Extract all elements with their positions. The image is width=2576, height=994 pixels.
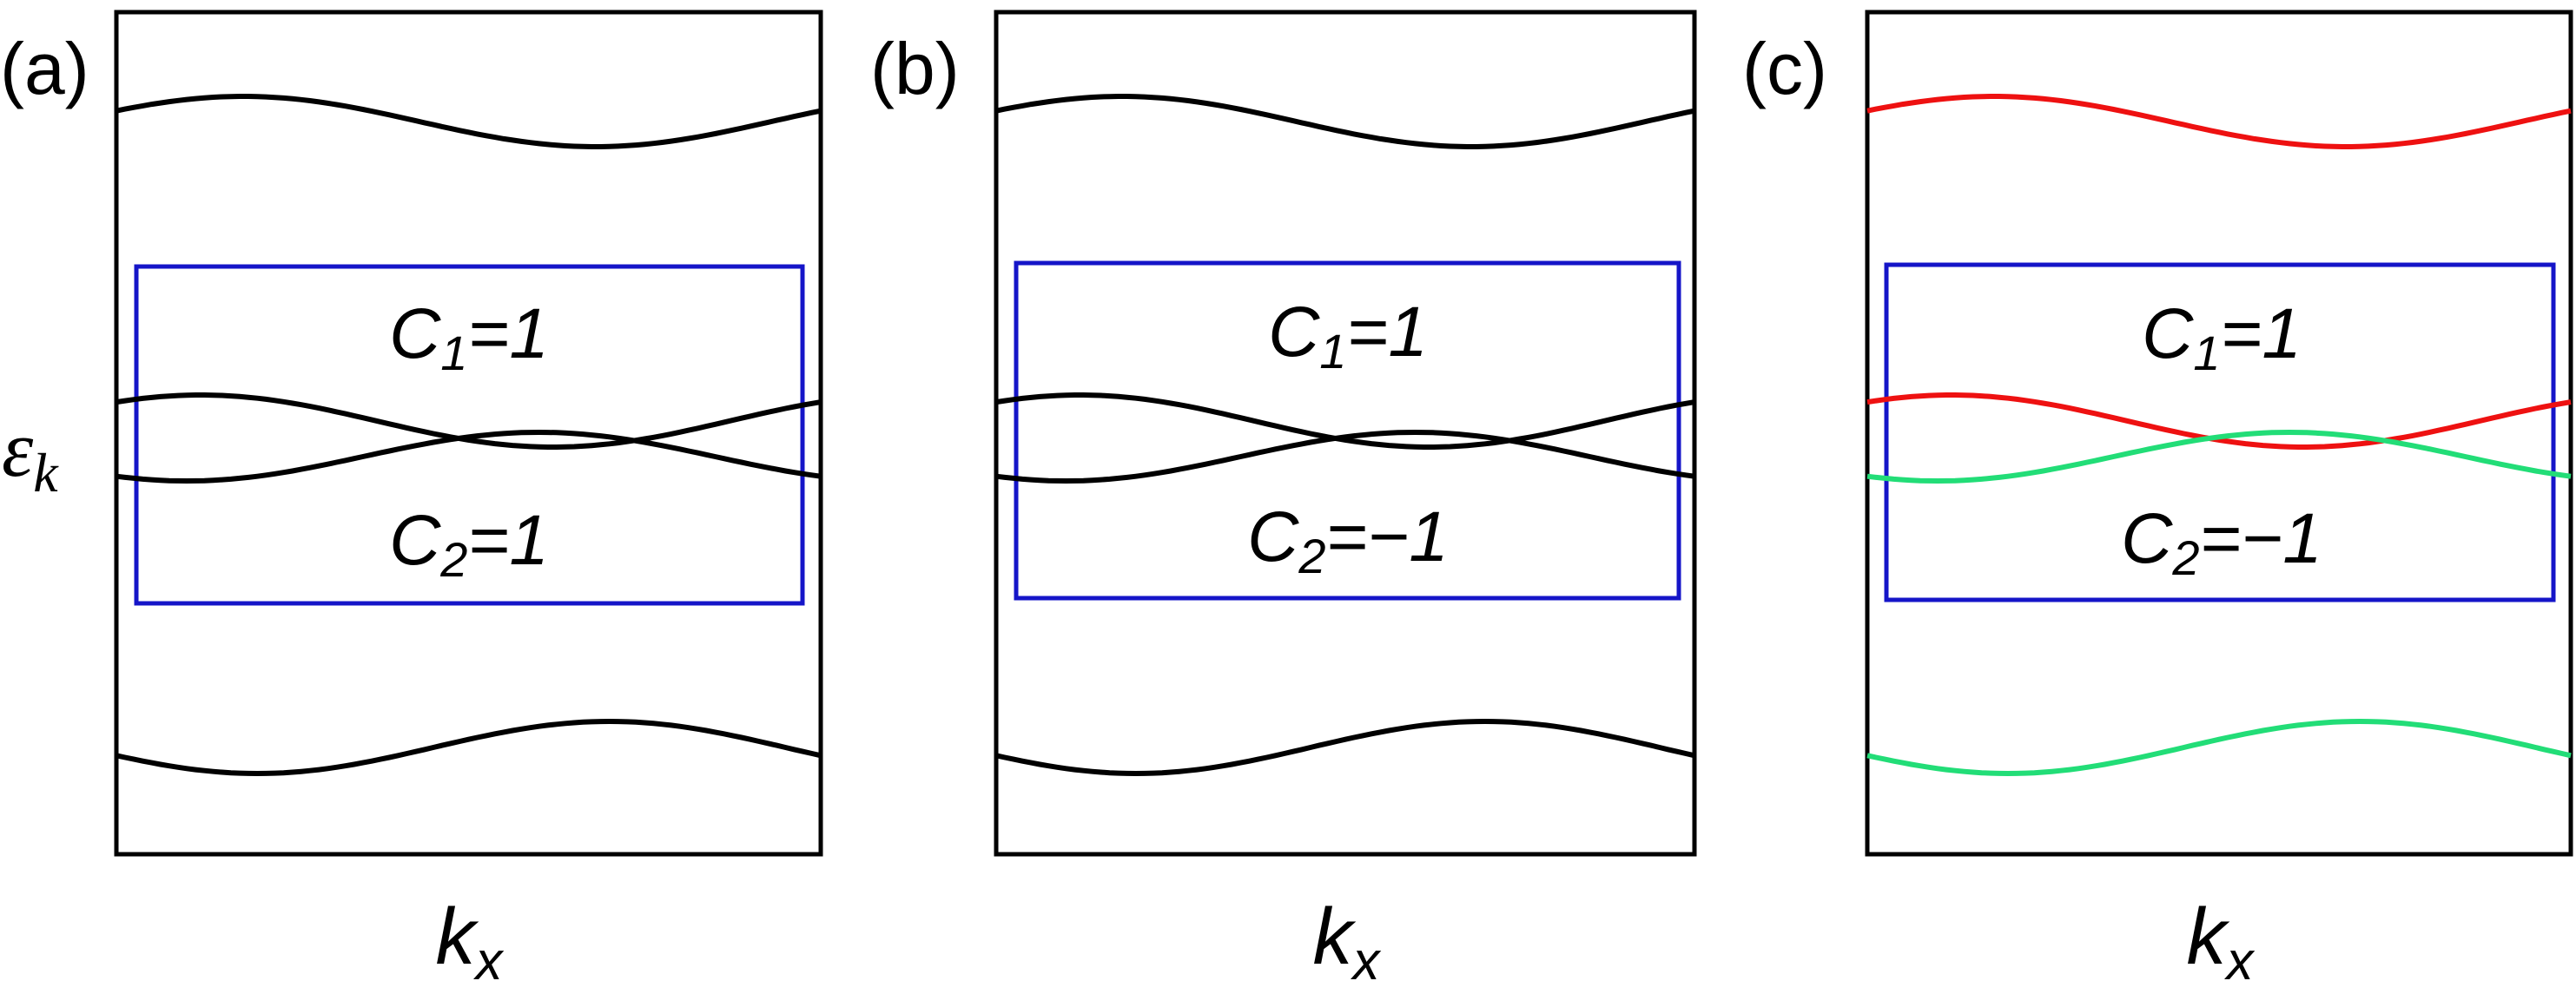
panel-frame [1865,10,2573,857]
chern-box [1884,262,2556,602]
chern-box [134,264,805,606]
chern-number-c1: C1=1 [389,294,549,380]
chern-number-c1: C1=1 [2142,294,2302,380]
x-axis-label: kx [1313,892,1382,991]
top-band [1866,94,2572,149]
panel-a: (a) C1=1 C2=1 kx [0,10,823,991]
chern-number-c2: C2=1 [389,501,549,587]
chern-number-c2: C2=−1 [1247,497,1449,583]
top-band [116,94,822,149]
upper-middle-band [995,392,1695,450]
lower-middle-band [1866,429,2572,484]
lower-middle-band [116,429,822,484]
panel-label: (a) [0,28,89,109]
bottom-band [116,718,822,777]
y-axis-label: εk [2,405,59,504]
bottom-band [995,718,1695,777]
chern-number-c1: C1=1 [1268,293,1428,379]
lower-middle-band [995,429,1695,484]
top-band [995,94,1695,149]
chern-number-c2: C2=−1 [2121,499,2322,585]
panel-frame [994,10,1697,857]
bottom-band [1866,718,2572,777]
panel-c: (c) C1=1 C2=−1 kx [1742,10,2573,991]
upper-middle-band [116,392,822,450]
panel-b: (b) C1=1 C2=−1 kx [870,10,1697,991]
panel-frame [114,10,823,857]
panel-label: (b) [870,28,960,109]
x-axis-label: kx [436,892,505,991]
panel-label: (c) [1742,28,1827,109]
upper-middle-band [1866,392,2572,450]
x-axis-label: kx [2187,892,2256,991]
chern-box [1014,260,1681,601]
